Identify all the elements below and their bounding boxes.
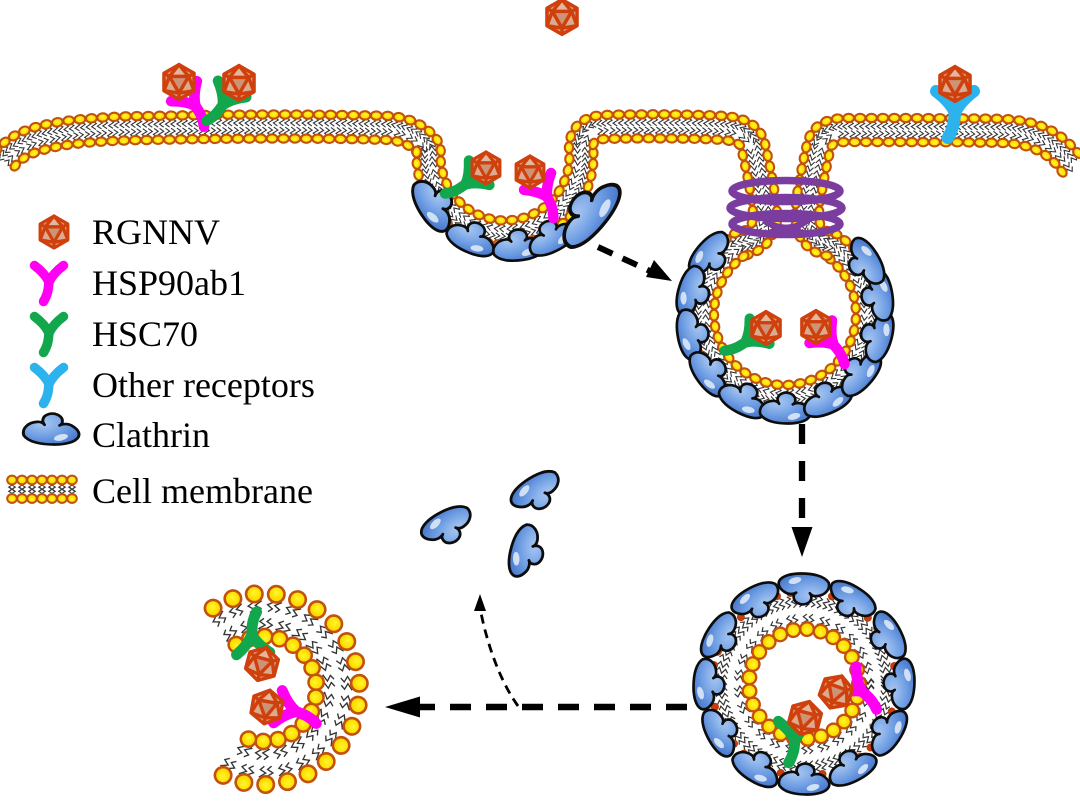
svg-text:HSP90ab1: HSP90ab1 xyxy=(92,263,246,303)
svg-text:Other receptors: Other receptors xyxy=(92,365,315,405)
svg-text:RGNNV: RGNNV xyxy=(92,212,220,252)
svg-text:Cell membrane: Cell membrane xyxy=(92,471,313,511)
svg-text:HSC70: HSC70 xyxy=(92,314,198,354)
svg-text:Clathrin: Clathrin xyxy=(92,415,210,455)
